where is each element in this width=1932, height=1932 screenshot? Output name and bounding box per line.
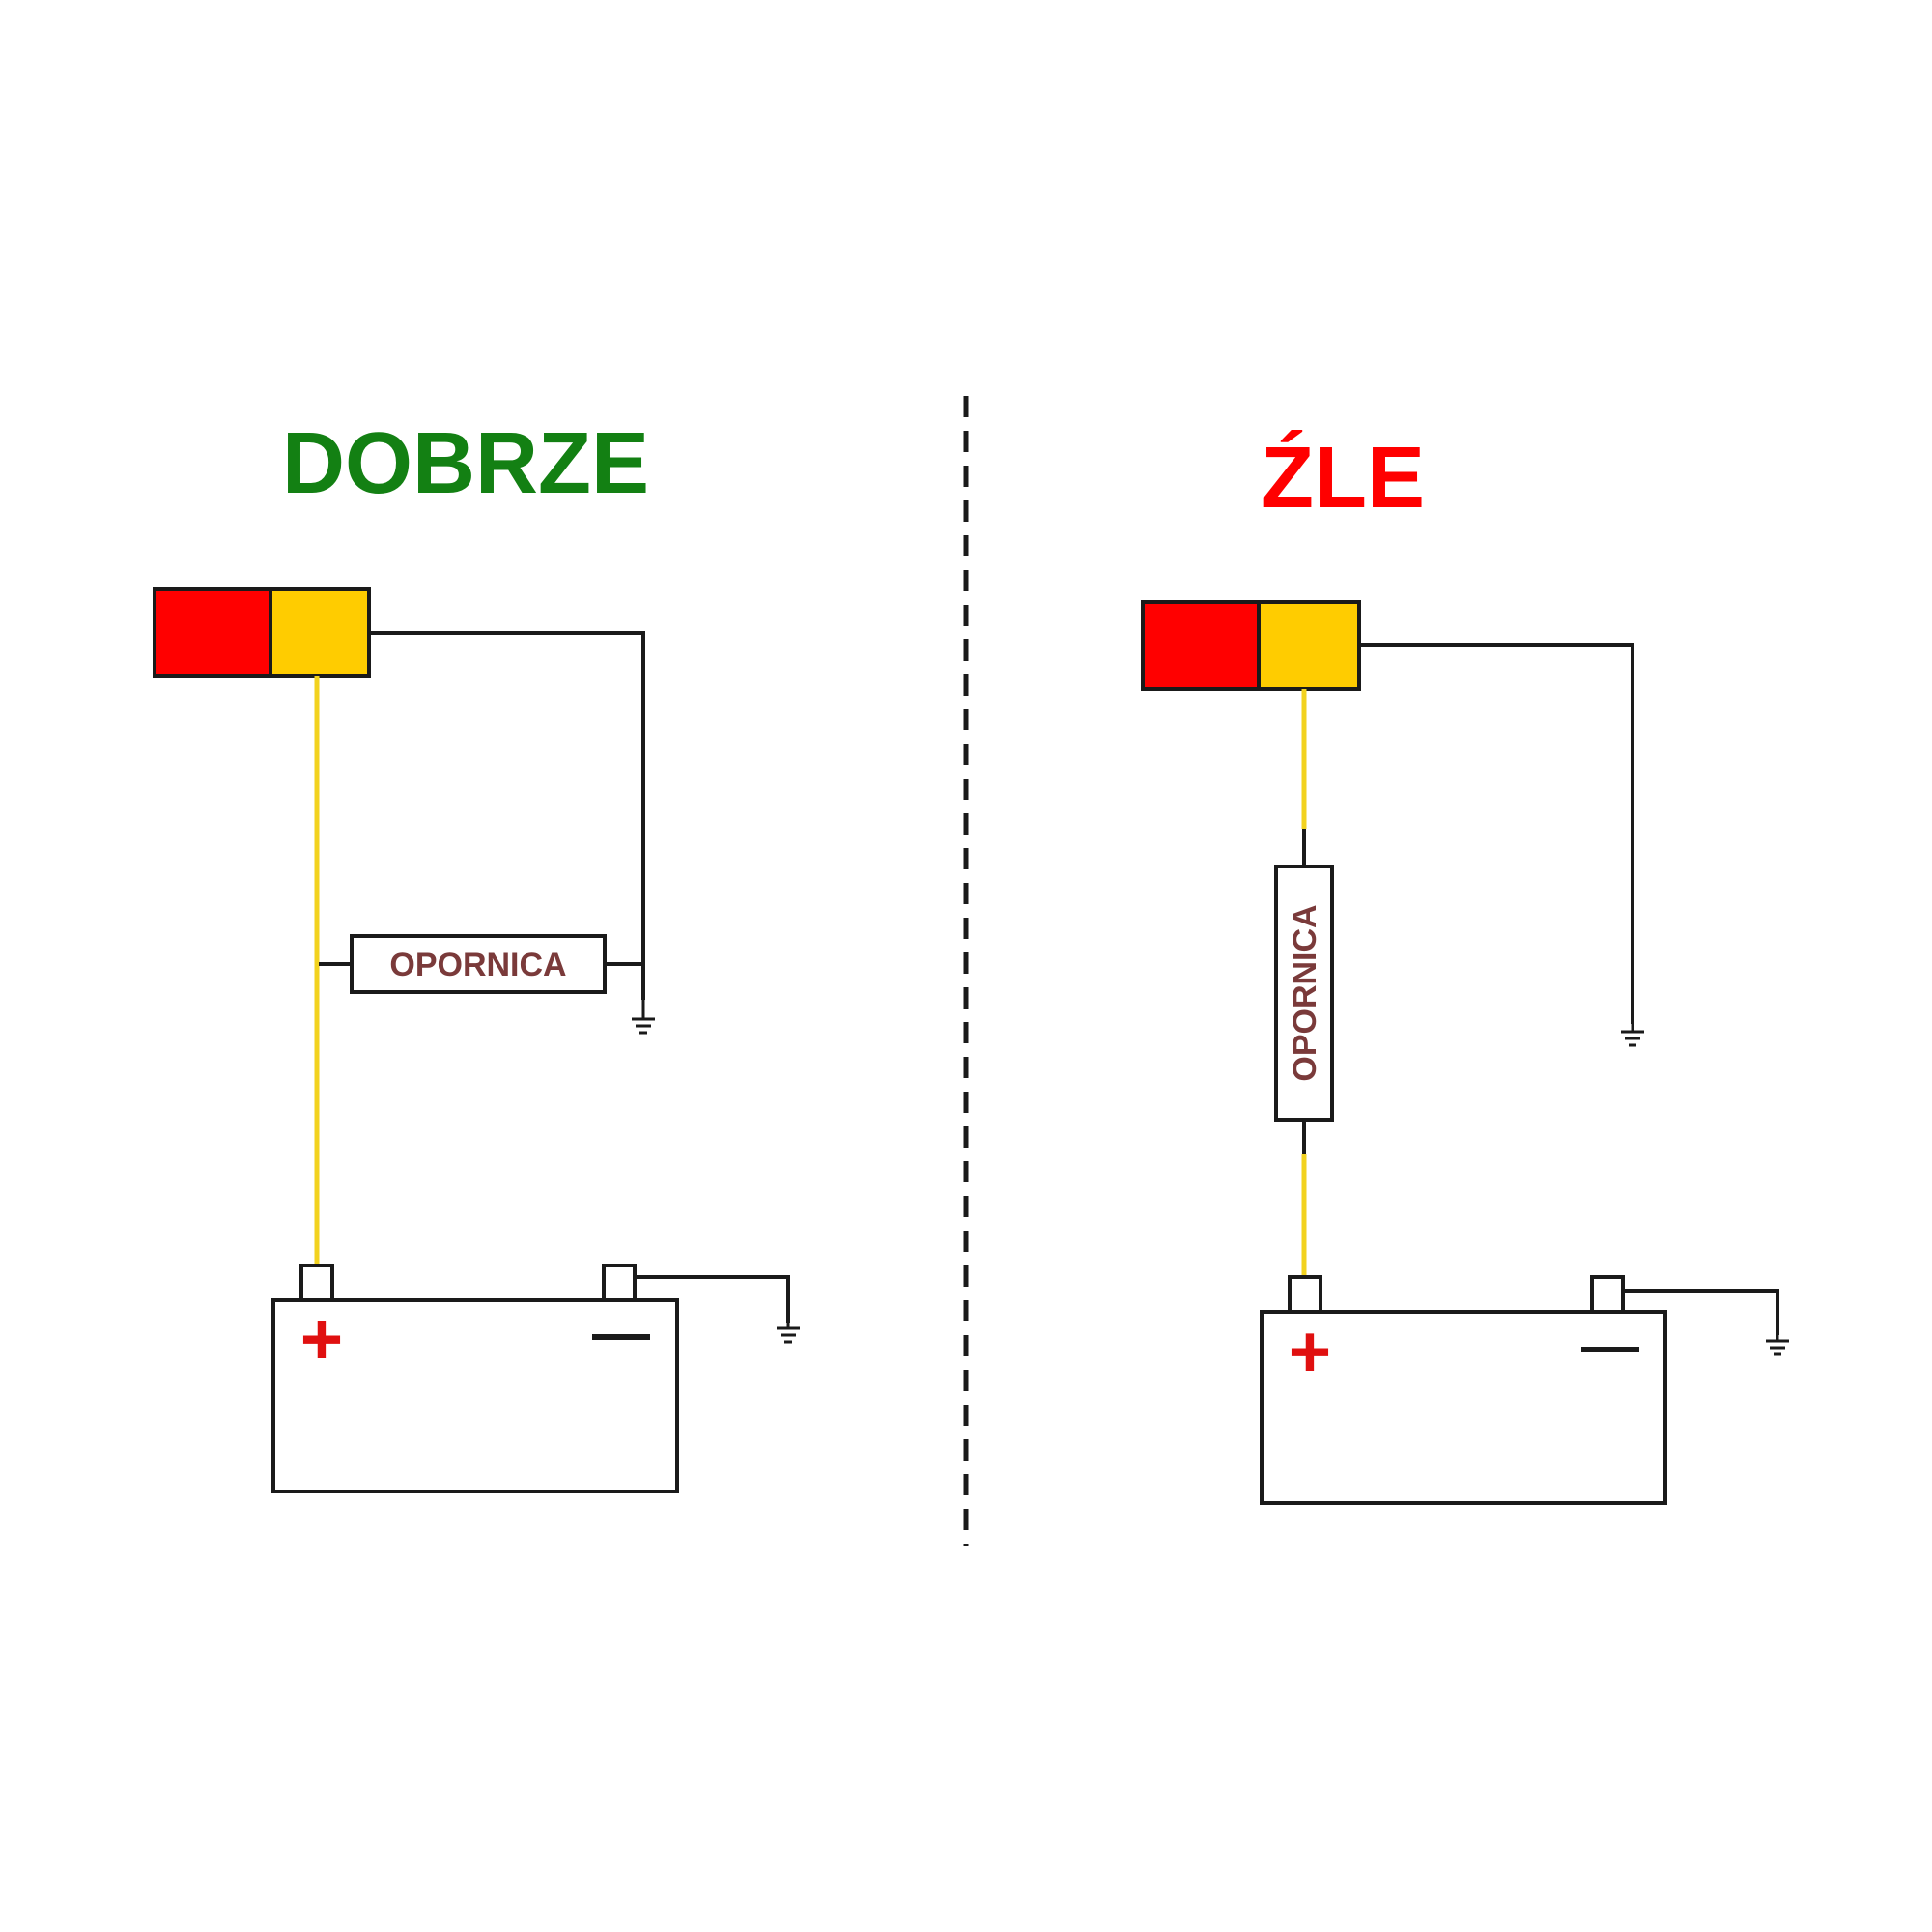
ground-symbol [1766,1333,1789,1356]
battery-body [1260,1310,1667,1505]
battery-terminal-positive [1288,1275,1322,1314]
resistor-box [350,934,607,994]
minus-sign: — [1581,1313,1639,1378]
lamp-amber-segment [269,587,371,678]
title-bad: ŹLE [1261,429,1425,526]
lamp-ground-wire [369,631,645,1000]
lamp-ground-wire [1359,643,1634,1024]
panel-good: DOBRZE OPORNICA + — [153,415,800,1493]
ground-symbol [1621,1024,1644,1047]
panel-bad: ŹLE OPORNICA + — [1141,429,1789,1505]
battery-body [271,1298,679,1493]
plus-sign: + [300,1298,343,1380]
battery-terminal-positive [299,1264,334,1302]
lamp-red-segment [1141,600,1261,691]
battery-terminal-negative [602,1264,637,1302]
ground-symbol [777,1321,800,1344]
lamp-red-segment [153,587,272,678]
plus-sign: + [1289,1311,1331,1393]
resistor-label: OPORNICA [389,947,566,983]
resistor-label: OPORNICA [1287,904,1323,1081]
battery-ground-wire [1623,1289,1779,1335]
lamp-amber-segment [1257,600,1361,691]
ground-symbol [632,1000,655,1035]
resistor-box [1274,865,1334,1122]
battery-ground-wire [635,1275,790,1323]
minus-sign: — [592,1300,650,1365]
battery-terminal-negative [1590,1275,1625,1314]
title-good: DOBRZE [282,415,649,512]
